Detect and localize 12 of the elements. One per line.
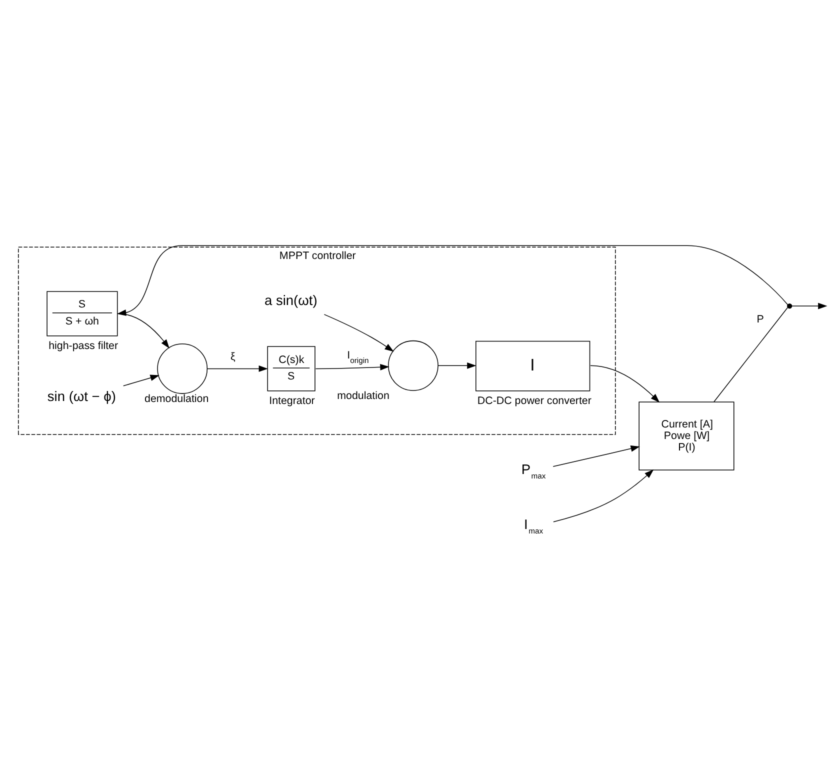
edge-label: ξ bbox=[230, 350, 236, 363]
node-text: P$_{max}$ bbox=[521, 461, 546, 480]
node-label: high-pass filter bbox=[48, 339, 118, 352]
node-text: a sin(ωt) bbox=[264, 292, 318, 308]
node-label: demodulation bbox=[144, 392, 209, 405]
node-text: sin (ωt − ϕ) bbox=[47, 388, 116, 404]
node-label: modulation bbox=[337, 390, 390, 402]
node-label: DC-DC power converter bbox=[477, 394, 592, 407]
node-text: I$_{max}$ bbox=[524, 516, 544, 535]
edge-label: P bbox=[756, 313, 764, 326]
edge-label: I$_{origin}$ bbox=[347, 349, 369, 365]
node-label: Integrator bbox=[269, 394, 315, 407]
